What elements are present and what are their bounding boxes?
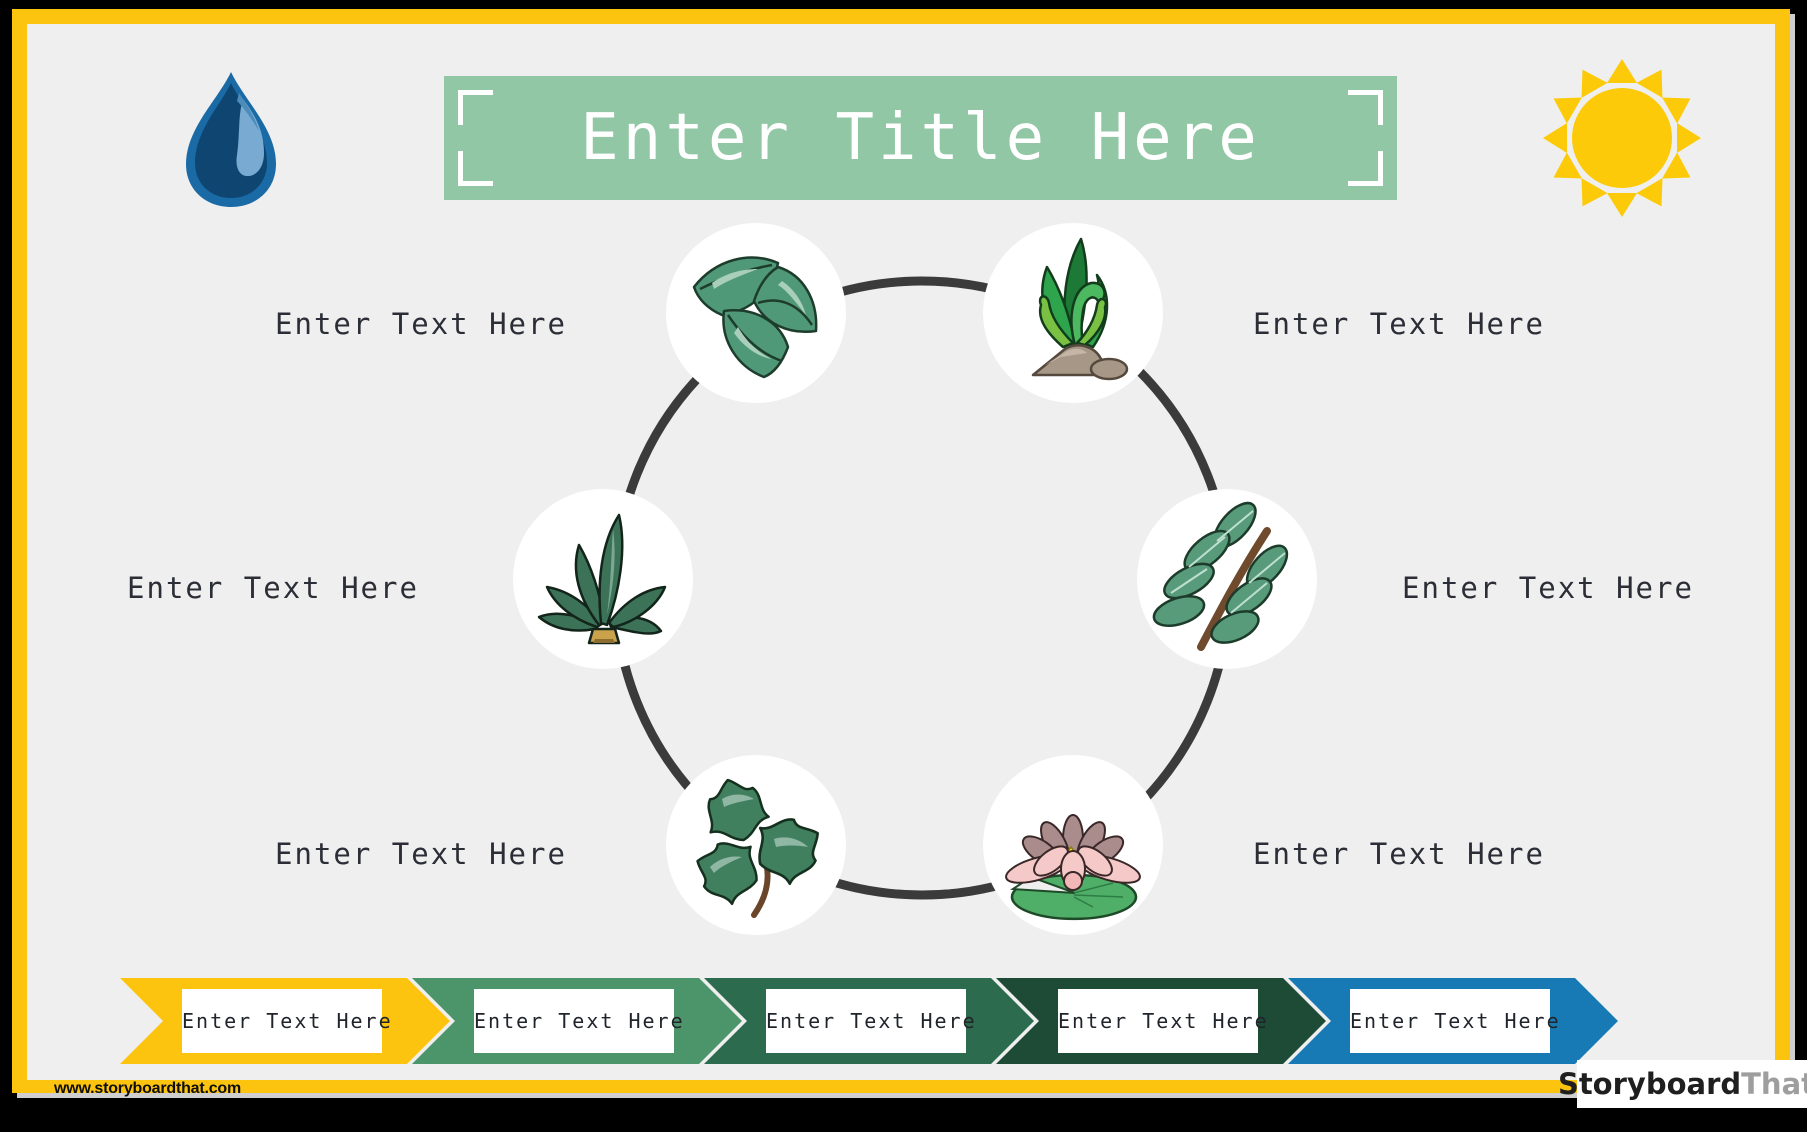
cycle-label-top-left[interactable]: Enter Text Here xyxy=(275,307,567,341)
cycle-node-ivy-leaves[interactable] xyxy=(666,755,846,935)
banner-step-4: Enter Text Here xyxy=(996,978,1326,1064)
website-url: www.storyboardthat.com xyxy=(54,1080,242,1097)
bracket-corner-icon xyxy=(458,151,493,186)
cycle-label-bottom-right[interactable]: Enter Text Here xyxy=(1253,837,1545,871)
cycle-node-rosette-plant[interactable] xyxy=(513,489,693,669)
banner-step-4-textbox[interactable]: Enter Text Here xyxy=(1058,989,1258,1053)
storyboardthat-logo: StoryboardThat xyxy=(1558,1060,1807,1108)
water-drop-icon xyxy=(186,72,276,207)
leafy-branch-illustration xyxy=(1152,501,1289,651)
banner-step-3-textbox[interactable]: Enter Text Here xyxy=(766,989,966,1053)
cycle-label-middle-left[interactable]: Enter Text Here xyxy=(127,571,419,605)
cycle-label-bottom-left[interactable]: Enter Text Here xyxy=(275,837,567,871)
leaves-illustration xyxy=(692,256,818,379)
cycle-node-water-lily[interactable] xyxy=(983,755,1163,935)
bracket-corner-icon xyxy=(1348,90,1383,125)
rosette-plant-illustration xyxy=(537,513,667,645)
banner-step-2: Enter Text Here xyxy=(412,978,742,1064)
logo-text-secondary: That xyxy=(1741,1067,1807,1101)
cycle-node-leaves[interactable] xyxy=(666,223,846,403)
page-background: Enter Title Here xyxy=(27,24,1807,1108)
water-lily-illustration xyxy=(1005,814,1141,921)
logo-text-primary: Storyboard xyxy=(1557,1067,1742,1101)
bracket-corner-icon xyxy=(1348,151,1383,186)
cycle-label-middle-right[interactable]: Enter Text Here xyxy=(1402,571,1694,605)
banner-step-5: Enter Text Here xyxy=(1288,978,1618,1064)
seaweed-illustration xyxy=(1031,237,1129,381)
cycle-node-seaweed[interactable] xyxy=(983,223,1163,403)
ivy-leaves-illustration xyxy=(696,778,819,918)
page-title[interactable]: Enter Title Here xyxy=(580,101,1261,175)
title-banner[interactable]: Enter Title Here xyxy=(444,76,1397,200)
banner-step-1: Enter Text Here xyxy=(120,978,450,1064)
cycle-node-leafy-branch[interactable] xyxy=(1137,489,1317,669)
bracket-corner-icon xyxy=(458,90,493,125)
cycle-label-top-right[interactable]: Enter Text Here xyxy=(1253,307,1545,341)
yellow-frame: Enter Title Here xyxy=(12,9,1807,1108)
banner-step-1-textbox[interactable]: Enter Text Here xyxy=(182,989,382,1053)
banner-step-2-textbox[interactable]: Enter Text Here xyxy=(474,989,674,1053)
banner-step-3: Enter Text Here xyxy=(704,978,1034,1064)
banner-step-5-textbox[interactable]: Enter Text Here xyxy=(1350,989,1550,1053)
sun-icon xyxy=(1543,59,1701,217)
